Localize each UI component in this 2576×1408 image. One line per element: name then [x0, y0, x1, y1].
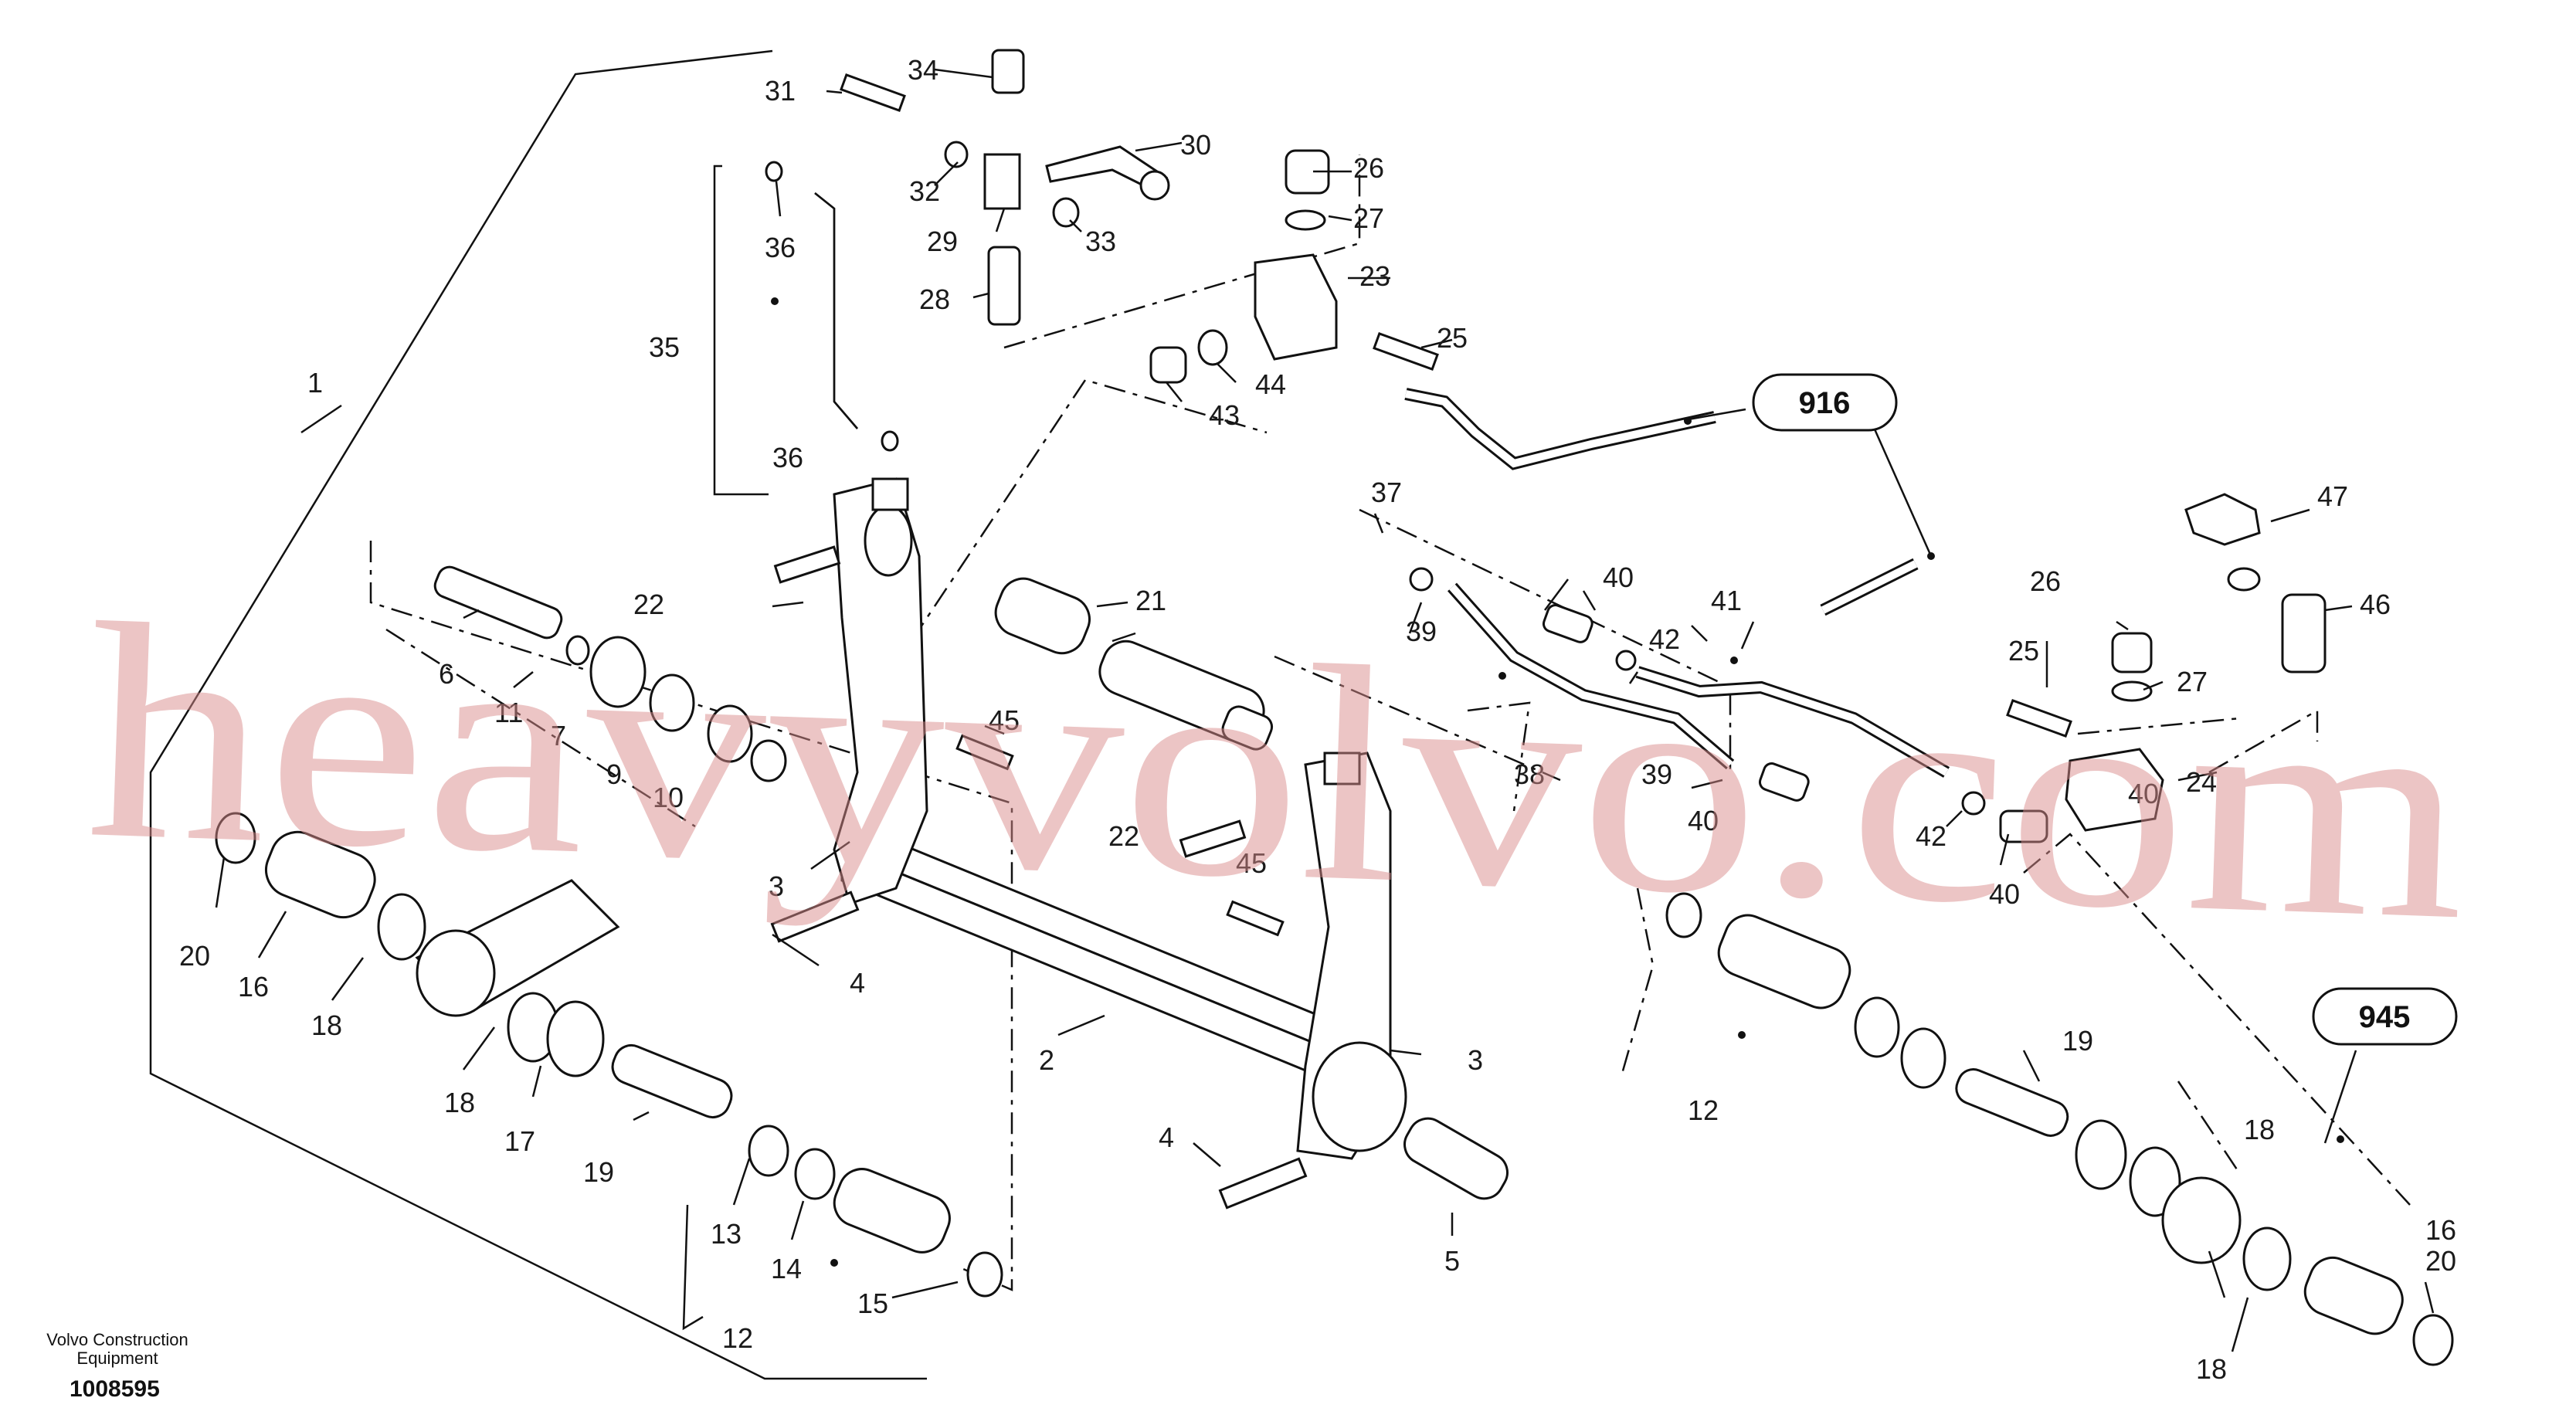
part-label-22: 22 — [633, 589, 664, 620]
part-label-26: 26 — [1353, 152, 1384, 184]
part-label-42: 42 — [1649, 623, 1680, 655]
hose-916 — [1404, 388, 1933, 557]
part-label-35: 35 — [649, 331, 680, 363]
part-label-39: 39 — [1641, 758, 1672, 790]
part-label-23: 23 — [1359, 260, 1390, 292]
left-upper-pin-group — [433, 565, 787, 782]
ref-label-916: 916 — [1799, 386, 1851, 420]
part-label-19: 19 — [2062, 1025, 2093, 1057]
part-label-27: 27 — [1353, 202, 1384, 234]
part-label-25: 25 — [1437, 322, 1468, 354]
part-label-9: 9 — [606, 758, 622, 790]
part-label-47: 47 — [2317, 480, 2348, 512]
cylinder-5 — [1403, 1117, 1509, 1200]
part-label-29: 29 — [927, 226, 958, 257]
block-23-group — [1149, 149, 1338, 384]
part-label-44: 44 — [1255, 368, 1286, 400]
part-label-5: 5 — [1444, 1245, 1460, 1277]
part-label-18: 18 — [311, 1009, 342, 1041]
part-label-12: 12 — [1688, 1094, 1719, 1126]
part-label-41: 41 — [1711, 585, 1742, 616]
part-label-16: 16 — [2425, 1214, 2456, 1246]
part-label-18: 18 — [444, 1087, 475, 1118]
left-arm — [833, 477, 928, 905]
part-label-46: 46 — [2360, 589, 2391, 620]
part-label-24: 24 — [2186, 766, 2217, 798]
part-label-1: 1 — [307, 367, 323, 399]
hoses-38-41 — [1409, 558, 2048, 843]
ref-box-945: 945 — [2312, 987, 2458, 1046]
part-label-21: 21 — [1135, 585, 1166, 616]
part-label-19: 19 — [583, 1156, 614, 1188]
right-lower-pin-group — [1665, 892, 2454, 1366]
part-label-25: 25 — [2008, 635, 2039, 667]
part-label-30: 30 — [1180, 129, 1211, 161]
part-label-33: 33 — [1085, 226, 1116, 257]
part-label-43: 43 — [1209, 399, 1240, 431]
part-label-32: 32 — [909, 175, 940, 207]
part-label-6: 6 — [439, 658, 454, 690]
right-arm — [1296, 751, 1407, 1160]
part-label-37: 37 — [1371, 477, 1402, 508]
top-valve-group — [765, 49, 1170, 452]
company-name-line1: Volvo Construction — [46, 1330, 188, 1349]
part-label-3: 3 — [1468, 1044, 1483, 1076]
company-name-line2: Equipment — [76, 1349, 158, 1368]
part-label-39: 39 — [1406, 616, 1437, 647]
part-label-18: 18 — [2244, 1114, 2275, 1145]
part-label-26: 26 — [2030, 565, 2061, 597]
part-label-13: 13 — [711, 1218, 742, 1250]
part-label-3: 3 — [769, 870, 784, 902]
footer: Volvo Construction Equipment 1008595 — [46, 1330, 188, 1402]
part-label-7: 7 — [551, 720, 566, 751]
part-label-40: 40 — [1603, 562, 1634, 593]
part-label-45: 45 — [1236, 847, 1267, 879]
ref-label-945: 945 — [2359, 1000, 2411, 1034]
part-label-12: 12 — [722, 1322, 753, 1354]
part-label-40: 40 — [2128, 778, 2159, 809]
part-labels: 1 2 3 3 4 4 5 6 7 9 10 11 12 12 13 14 15… — [179, 54, 2456, 1385]
pins-21 — [994, 577, 1274, 751]
part-label-10: 10 — [653, 782, 684, 813]
part-label-2: 2 — [1039, 1044, 1054, 1076]
part-label-45: 45 — [989, 704, 1020, 736]
item-dots — [771, 297, 2344, 1267]
part-label-18: 18 — [2196, 1353, 2227, 1385]
part-label-17: 17 — [504, 1125, 535, 1157]
part-label-31: 31 — [765, 75, 796, 107]
block-24-group — [2065, 493, 2327, 832]
part-label-40: 40 — [1989, 878, 2020, 910]
assembly-frame — [149, 49, 927, 1380]
bolts — [770, 73, 2072, 1210]
part-label-4: 4 — [850, 967, 865, 999]
part-label-34: 34 — [908, 54, 938, 86]
drawing-number: 1008595 — [70, 1376, 160, 1402]
part-label-22: 22 — [1108, 820, 1139, 852]
part-label-38: 38 — [1514, 758, 1545, 790]
part-label-36: 36 — [772, 442, 803, 473]
part-label-11: 11 — [494, 697, 523, 728]
part-label-42: 42 — [1916, 820, 1946, 852]
part-label-28: 28 — [919, 283, 950, 315]
part-label-20: 20 — [2425, 1245, 2456, 1277]
part-label-4: 4 — [1159, 1121, 1174, 1153]
part-label-16: 16 — [238, 971, 269, 1003]
part-label-20: 20 — [179, 940, 210, 972]
left-lower-pin-group — [215, 812, 1003, 1298]
part-label-36: 36 — [765, 232, 796, 263]
part-label-40: 40 — [1688, 805, 1719, 836]
leader-lines — [215, 68, 2435, 1352]
ref-box-916: 916 — [1752, 373, 1898, 432]
part-label-15: 15 — [857, 1288, 888, 1319]
watermark-text: heavyvolvo.com — [83, 559, 2472, 985]
part-label-27: 27 — [2177, 666, 2208, 697]
part-label-14: 14 — [771, 1253, 802, 1284]
